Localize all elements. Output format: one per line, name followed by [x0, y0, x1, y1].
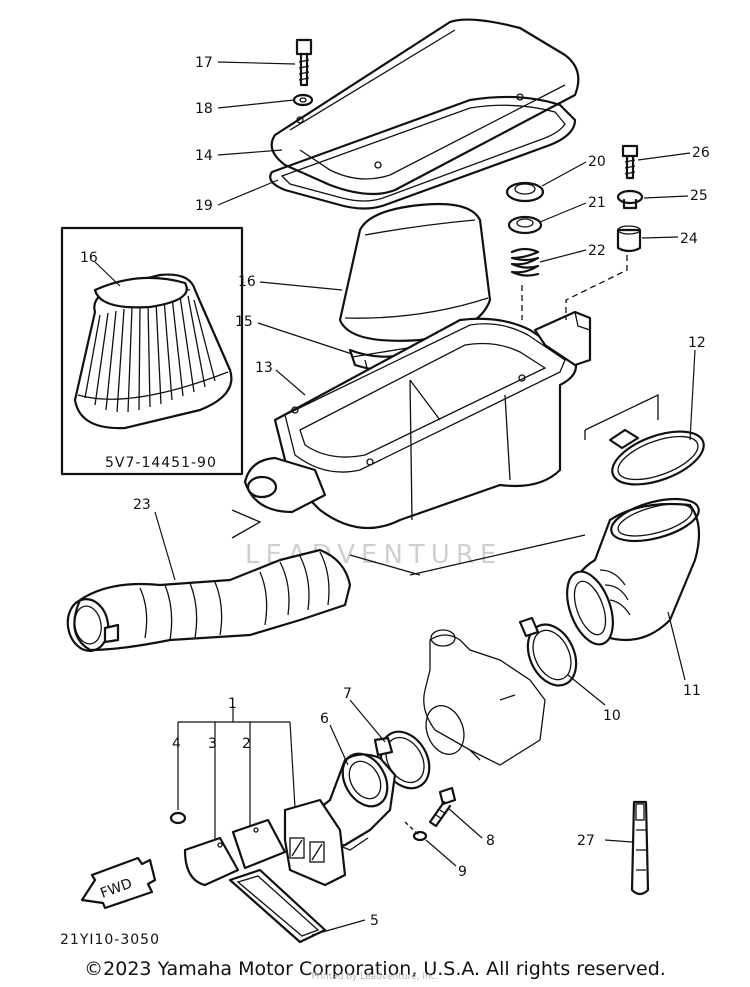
- leader-lines: [154, 61, 696, 936]
- washer-9: [404, 821, 428, 842]
- cap-21: [507, 215, 543, 235]
- callout-25: 25: [690, 188, 708, 204]
- callout-13: 13: [255, 360, 273, 376]
- callout-17: 17: [195, 55, 213, 71]
- diagram-code: 21YI10-3050: [60, 932, 160, 948]
- callout-27: 27: [577, 833, 595, 849]
- callout-22: 22: [588, 243, 606, 259]
- callout-2: 2: [242, 736, 251, 752]
- callout-14: 14: [195, 148, 213, 164]
- callout-11: 11: [683, 683, 701, 699]
- grommet-20: [505, 181, 545, 203]
- fwd-arrow-icon: FWD: [80, 856, 157, 910]
- stopper-2: [231, 818, 287, 870]
- spring-22: [510, 247, 540, 277]
- inset-filter-box: 16 5V7-14451-90: [60, 226, 244, 476]
- callout-10: 10: [603, 708, 621, 724]
- strap-27: [630, 800, 650, 896]
- clamp-10: [518, 616, 578, 687]
- callout-8: 8: [486, 833, 495, 849]
- band-12: [608, 428, 705, 486]
- reed-3: [183, 836, 240, 887]
- filter-element-16: [338, 202, 492, 342]
- assembly-guide-lines: [231, 255, 659, 576]
- callout-6: 6: [320, 711, 329, 727]
- callout-labels: 1 2 3 4 5 6 7 8 9 10 11 12 13 14 15 16 1…: [133, 55, 710, 929]
- callout-18: 18: [195, 101, 213, 117]
- callout-5: 5: [370, 913, 379, 929]
- grommet-24: [616, 225, 642, 253]
- callout-15: 15: [235, 314, 253, 330]
- inset-part-number: 5V7-14451-90: [105, 455, 217, 471]
- callout-20: 20: [588, 154, 606, 170]
- callout-7: 7: [343, 686, 352, 702]
- callout-4: 4: [172, 736, 181, 752]
- callout-3: 3: [208, 736, 217, 752]
- bolt-17: [295, 38, 313, 87]
- callout-24: 24: [680, 231, 698, 247]
- callout-16-inset: 16: [80, 250, 98, 266]
- bolt-8: [428, 786, 457, 828]
- cover-gasket: [269, 95, 577, 210]
- collar-25: [616, 189, 644, 210]
- joint-11: [566, 497, 701, 646]
- callout-26: 26: [692, 145, 710, 161]
- callout-9: 9: [458, 864, 467, 880]
- callout-12: 12: [688, 335, 706, 351]
- washer-18: [292, 93, 314, 107]
- screw-4: [169, 811, 187, 825]
- reed-valve-body: [283, 798, 347, 887]
- callout-23: 23: [133, 497, 151, 513]
- gasket-5: [228, 868, 327, 944]
- callout-16: 16: [238, 274, 256, 290]
- air-cleaner-case-13: [243, 310, 592, 530]
- intake-duct-23: [66, 548, 352, 652]
- copyright-notice: ©2023 Yamaha Motor Corporation, U.S.A. A…: [84, 958, 666, 980]
- carburetor-phantom: [423, 629, 546, 766]
- callout-21: 21: [588, 195, 606, 211]
- callout-1: 1: [228, 696, 237, 712]
- screw-26: [621, 144, 639, 180]
- airbox-cover: [270, 18, 580, 196]
- printed-by-text: Printed by Leadventure, Inc.: [311, 972, 439, 982]
- callout-19: 19: [195, 198, 213, 214]
